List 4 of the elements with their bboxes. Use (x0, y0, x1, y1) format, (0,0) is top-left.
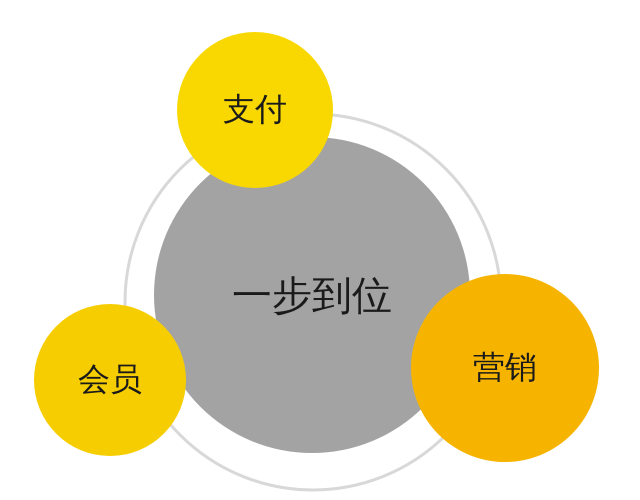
circle-label: 支付 (223, 89, 287, 130)
circle-label: 营销 (473, 347, 537, 388)
circle-label: 会员 (78, 359, 142, 400)
circle-label: 一步到位 (232, 272, 392, 320)
